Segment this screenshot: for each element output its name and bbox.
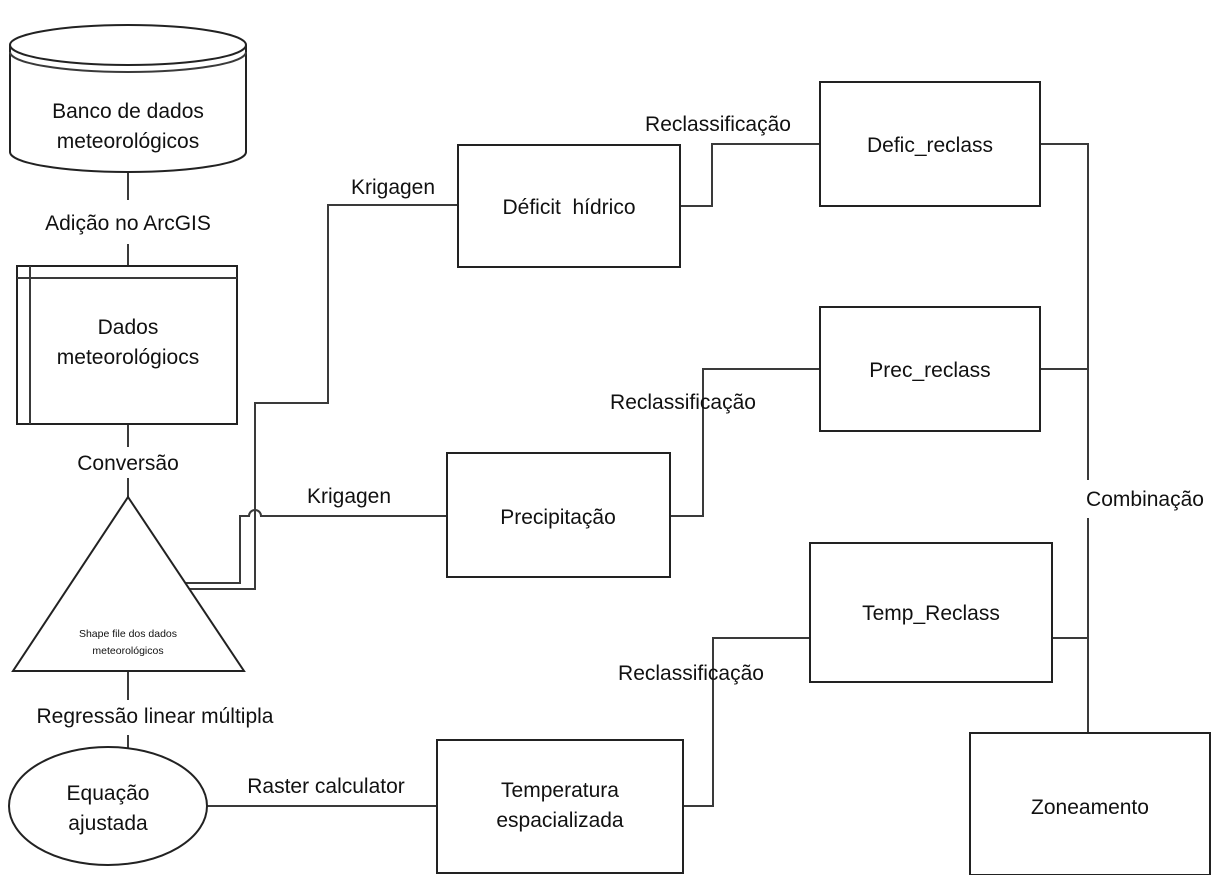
shapefile-triangle: Shape file dos dados meteorológicos xyxy=(11,495,246,672)
deficit-box: Déficit hídrico xyxy=(457,144,681,268)
edge-label-adicao: Adição no ArcGIS xyxy=(45,212,211,235)
edge-precipitacao-reclass xyxy=(670,368,820,517)
edge-label-reclass-prec: Reclassificação xyxy=(610,391,756,414)
edge-shape-deficit xyxy=(148,204,458,590)
equation-label-line1: Equação xyxy=(67,782,150,805)
database-label-line2: meteorológicos xyxy=(57,130,199,153)
edge-label-conversao: Conversão xyxy=(77,452,179,475)
prec-reclass-label: Prec_reclass xyxy=(869,359,990,382)
prec-reclass-box: Prec_reclass xyxy=(819,306,1041,432)
edge-label-raster: Raster calculator xyxy=(247,775,405,798)
precipitacao-label: Precipitação xyxy=(500,506,616,529)
edge-label-reclass-deficit: Reclassificação xyxy=(645,113,791,136)
temperatura-label-line1: Temperatura xyxy=(501,779,619,802)
database-cylinder: Banco de dados meteorológicos xyxy=(9,24,247,173)
shapefile-label-line1: Shape file dos dados xyxy=(79,628,177,640)
edge-label-krigagen-prec: Krigagen xyxy=(307,485,391,508)
shapefile-label-line2: meteorológicos xyxy=(92,645,163,657)
zoneamento-box: Zoneamento xyxy=(969,732,1211,875)
temperatura-box: Temperatura espacializada xyxy=(436,739,684,874)
edge-label-regressao: Regressão linear múltipla xyxy=(37,705,274,728)
equation-ellipse: Equação ajustada xyxy=(8,746,208,866)
edge-shape-precipitacao xyxy=(161,509,447,584)
data-table: Dados meteorológiocs xyxy=(16,265,238,425)
edge-label-combinacao: Combinação xyxy=(1086,488,1204,511)
data-table-label-line1: Dados xyxy=(98,316,159,339)
precipitacao-box: Precipitação xyxy=(446,452,671,578)
temperatura-label-line2: espacializada xyxy=(496,809,624,832)
data-table-label-line2: meteorológiocs xyxy=(57,346,199,369)
defic-reclass-box: Defic_reclass xyxy=(819,81,1041,207)
edge-temperatura-reclass xyxy=(683,637,810,807)
edge-label-krigagen-deficit: Krigagen xyxy=(351,176,435,199)
edge-label-reclass-temp: Reclassificação xyxy=(618,662,764,685)
database-label-line1: Banco de dados xyxy=(52,100,204,123)
defic-reclass-label: Defic_reclass xyxy=(867,134,993,157)
temp-reclass-label: Temp_Reclass xyxy=(862,602,1000,625)
edge-combinacao-bus xyxy=(1040,143,1089,480)
deficit-label: Déficit hídrico xyxy=(502,196,635,219)
zoneamento-label: Zoneamento xyxy=(1031,796,1149,819)
edge-deficit-reclass xyxy=(680,143,820,207)
temp-reclass-box: Temp_Reclass xyxy=(809,542,1053,683)
equation-label-line2: ajustada xyxy=(68,812,148,835)
